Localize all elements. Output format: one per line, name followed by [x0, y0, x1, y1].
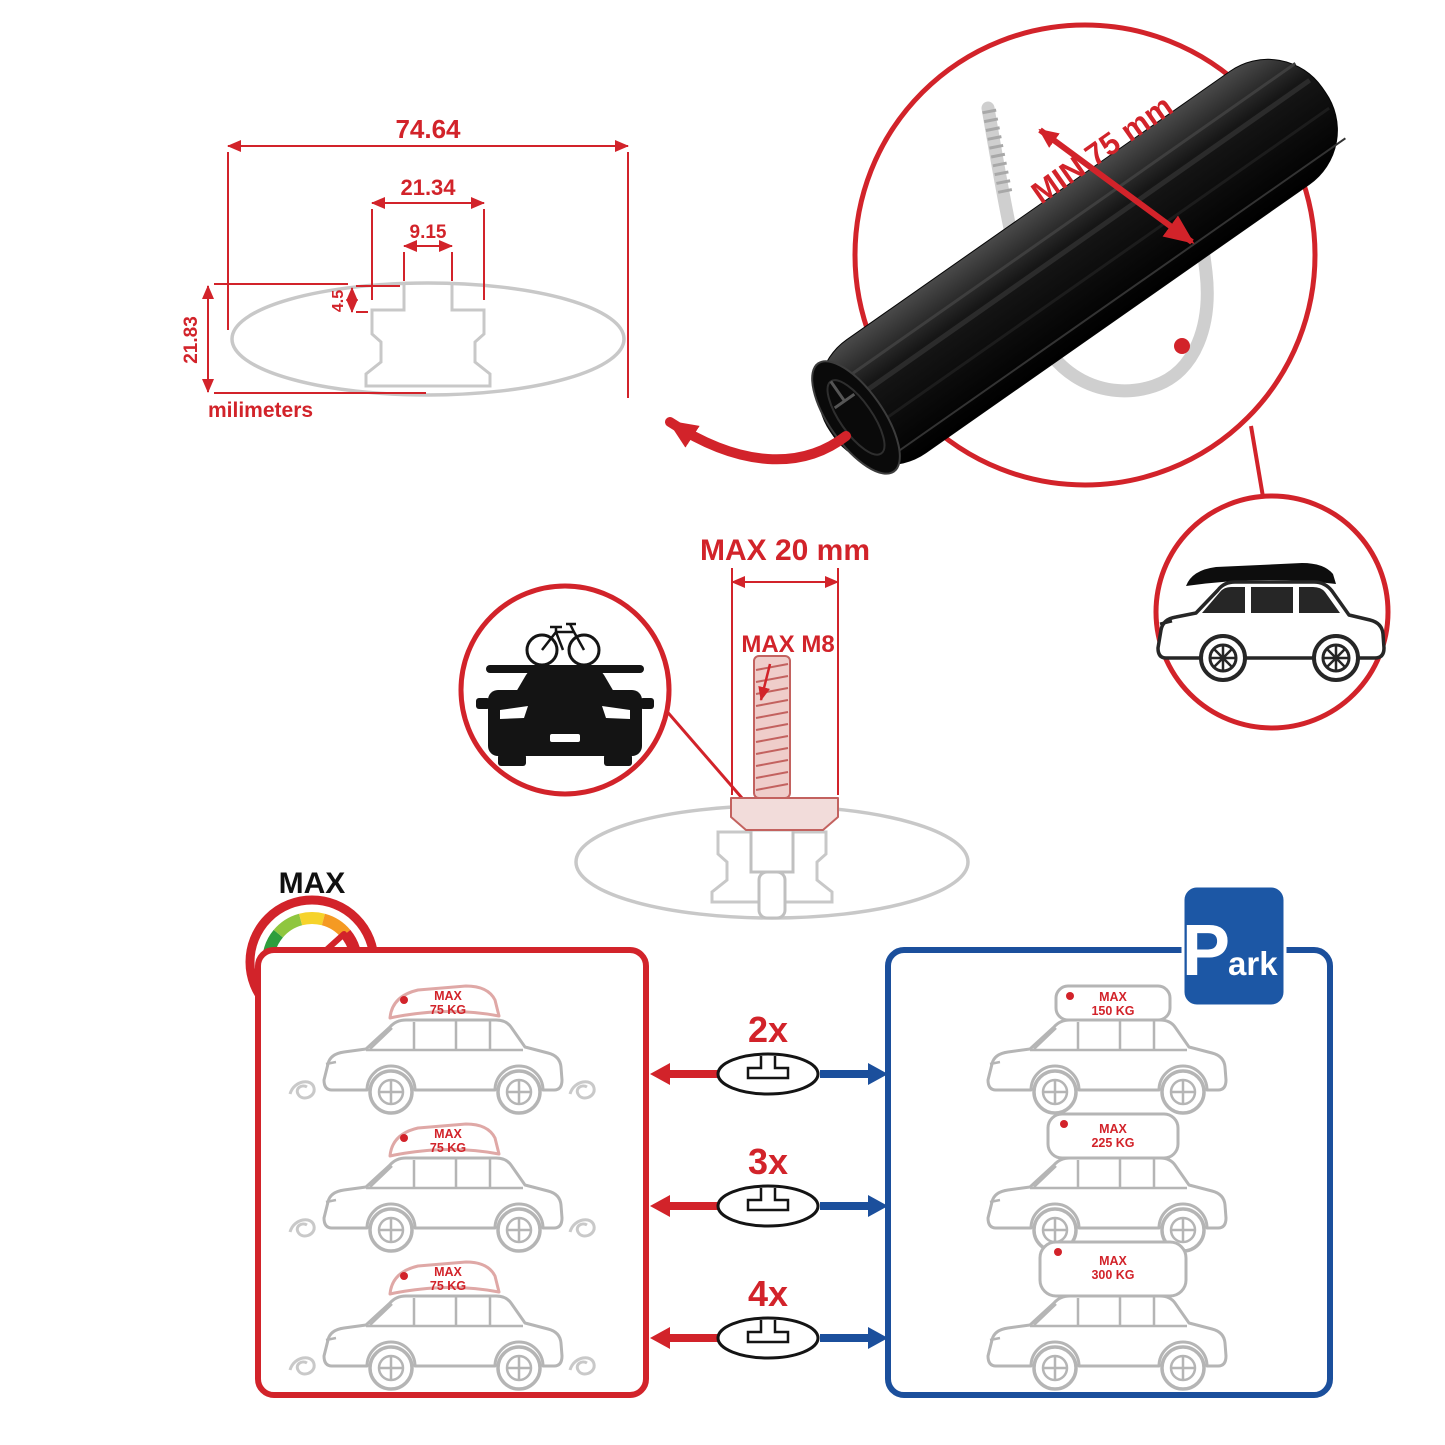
bolt-threads [755, 663, 789, 791]
crossbar-icon [811, 58, 1346, 475]
profile-icon [716, 1316, 820, 1360]
dim-slot-inner [403, 240, 453, 281]
clamp-point-dot [1174, 338, 1190, 354]
car-with-box-2: MAX 225 KG [988, 1112, 1226, 1251]
park-sign-board [1181, 884, 1287, 1008]
dim-total-height-label: 21.83 [181, 316, 202, 364]
dim-slot-depth [346, 285, 400, 313]
park-sign-ark: ark [1228, 945, 1278, 982]
detail-circle [852, 22, 1318, 488]
multiplier-row-1: 2x [650, 1009, 888, 1096]
blue-arrow-head [868, 1327, 888, 1349]
roof-box [1054, 984, 1172, 1022]
box-label-max: MAX [1099, 990, 1127, 1004]
car-with-bike-icon [476, 622, 654, 766]
car-front-body [488, 690, 642, 756]
profile-icon [716, 1052, 820, 1096]
roof-box [1046, 1112, 1180, 1160]
headlights [500, 706, 630, 719]
car-with-bag-2: MAX 75 KG [288, 1122, 596, 1251]
dim-slot-outer-label: 21.34 [400, 175, 456, 200]
car-with-bag-1: MAX 75 KG [288, 984, 596, 1113]
box-label-weight: 225 KG [1091, 1136, 1134, 1150]
dim-total-height [202, 283, 426, 394]
dim-slot-depth-label: 4.5 [330, 290, 347, 312]
max-m8-leader [758, 663, 772, 701]
car-with-bag-3: MAX 75 KG [288, 1260, 596, 1389]
dim-total-width-label: 74.64 [395, 114, 461, 144]
blue-arrow-head [868, 1063, 888, 1085]
box-label-max: MAX [1099, 1254, 1127, 1268]
multiplier-row-2: 3x [650, 1141, 888, 1228]
multiplier-row-3: 4x [650, 1273, 888, 1360]
min-75-arrow [1038, 127, 1195, 245]
red-arrow-head [650, 1327, 670, 1349]
multiplier-label: 4x [748, 1273, 788, 1314]
red-arrow-head [650, 1063, 670, 1085]
crossbar-end-cap [811, 360, 901, 475]
multiplier-label: 3x [748, 1141, 788, 1182]
bolt-flange [730, 797, 839, 831]
car-with-box-1: MAX 150 KG [988, 984, 1226, 1113]
profile-ellipse [230, 281, 626, 397]
t-bolt-icon [730, 655, 839, 920]
park-sign-p: P [1182, 911, 1230, 991]
multiplier-label: 2x [748, 1009, 788, 1050]
car-with-box-3: MAX 300 KG [988, 1240, 1226, 1389]
max-m8-label: MAX M8 [741, 631, 834, 658]
roof-box [1038, 1240, 1188, 1298]
bag-label-max: MAX [434, 989, 462, 1003]
profile-slot [364, 284, 492, 388]
speed-title: MAX [279, 867, 346, 900]
suv-roofbox-circle [1153, 493, 1391, 731]
bag-label-weight: 75 KG [430, 1141, 466, 1155]
car-bike-circle [458, 583, 672, 797]
box-label-weight: 300 KG [1091, 1268, 1134, 1282]
swoosh-arrow-to-profile [665, 417, 851, 465]
dimension-diagram: 74.64 21.34 9.15 4.5 21.83 milimeters [181, 114, 629, 422]
park-sign: P ark [1181, 884, 1287, 1008]
multiplier-rows: 2x 3x 4x [650, 1009, 888, 1360]
dim-slot-outer [371, 197, 485, 300]
leader-from-car-circle [662, 707, 744, 799]
red-arrow-head [650, 1195, 670, 1217]
box-label-weight: 150 KG [1091, 1004, 1134, 1018]
bag-label-weight: 75 KG [430, 1003, 466, 1017]
car-cabin [516, 670, 614, 692]
suv-windows [1202, 587, 1340, 613]
max-20-label: MAX 20 mm [700, 534, 870, 567]
box-label-max: MAX [1099, 1122, 1127, 1136]
bag-label-max: MAX [434, 1265, 462, 1279]
crossbar-detail: MIN 75 mm [665, 22, 1346, 498]
roof-rack-bar [486, 665, 644, 673]
parked-cars: MAX 150 KG MAX 225 KG MAX 300 KG [988, 984, 1226, 1389]
bag-label-max: MAX [434, 1127, 462, 1141]
driving-cars: MAX 75 KG MAX 75 KG MAX 75 KG [288, 984, 596, 1389]
connector-to-suv-circle [1249, 425, 1265, 498]
license-plate [550, 734, 580, 742]
dim-slot-inner-label: 9.15 [410, 222, 447, 243]
bolt-detail: MAX 20 mm MAX M8 [574, 534, 970, 920]
dim-max-20 [731, 568, 839, 795]
blue-arrow-head [868, 1195, 888, 1217]
suv-with-roofbox-icon [1156, 563, 1386, 682]
unit-label: milimeters [208, 399, 313, 422]
dim-total-width [227, 140, 629, 398]
bag-label-weight: 75 KG [430, 1279, 466, 1293]
profile-icon [716, 1184, 820, 1228]
